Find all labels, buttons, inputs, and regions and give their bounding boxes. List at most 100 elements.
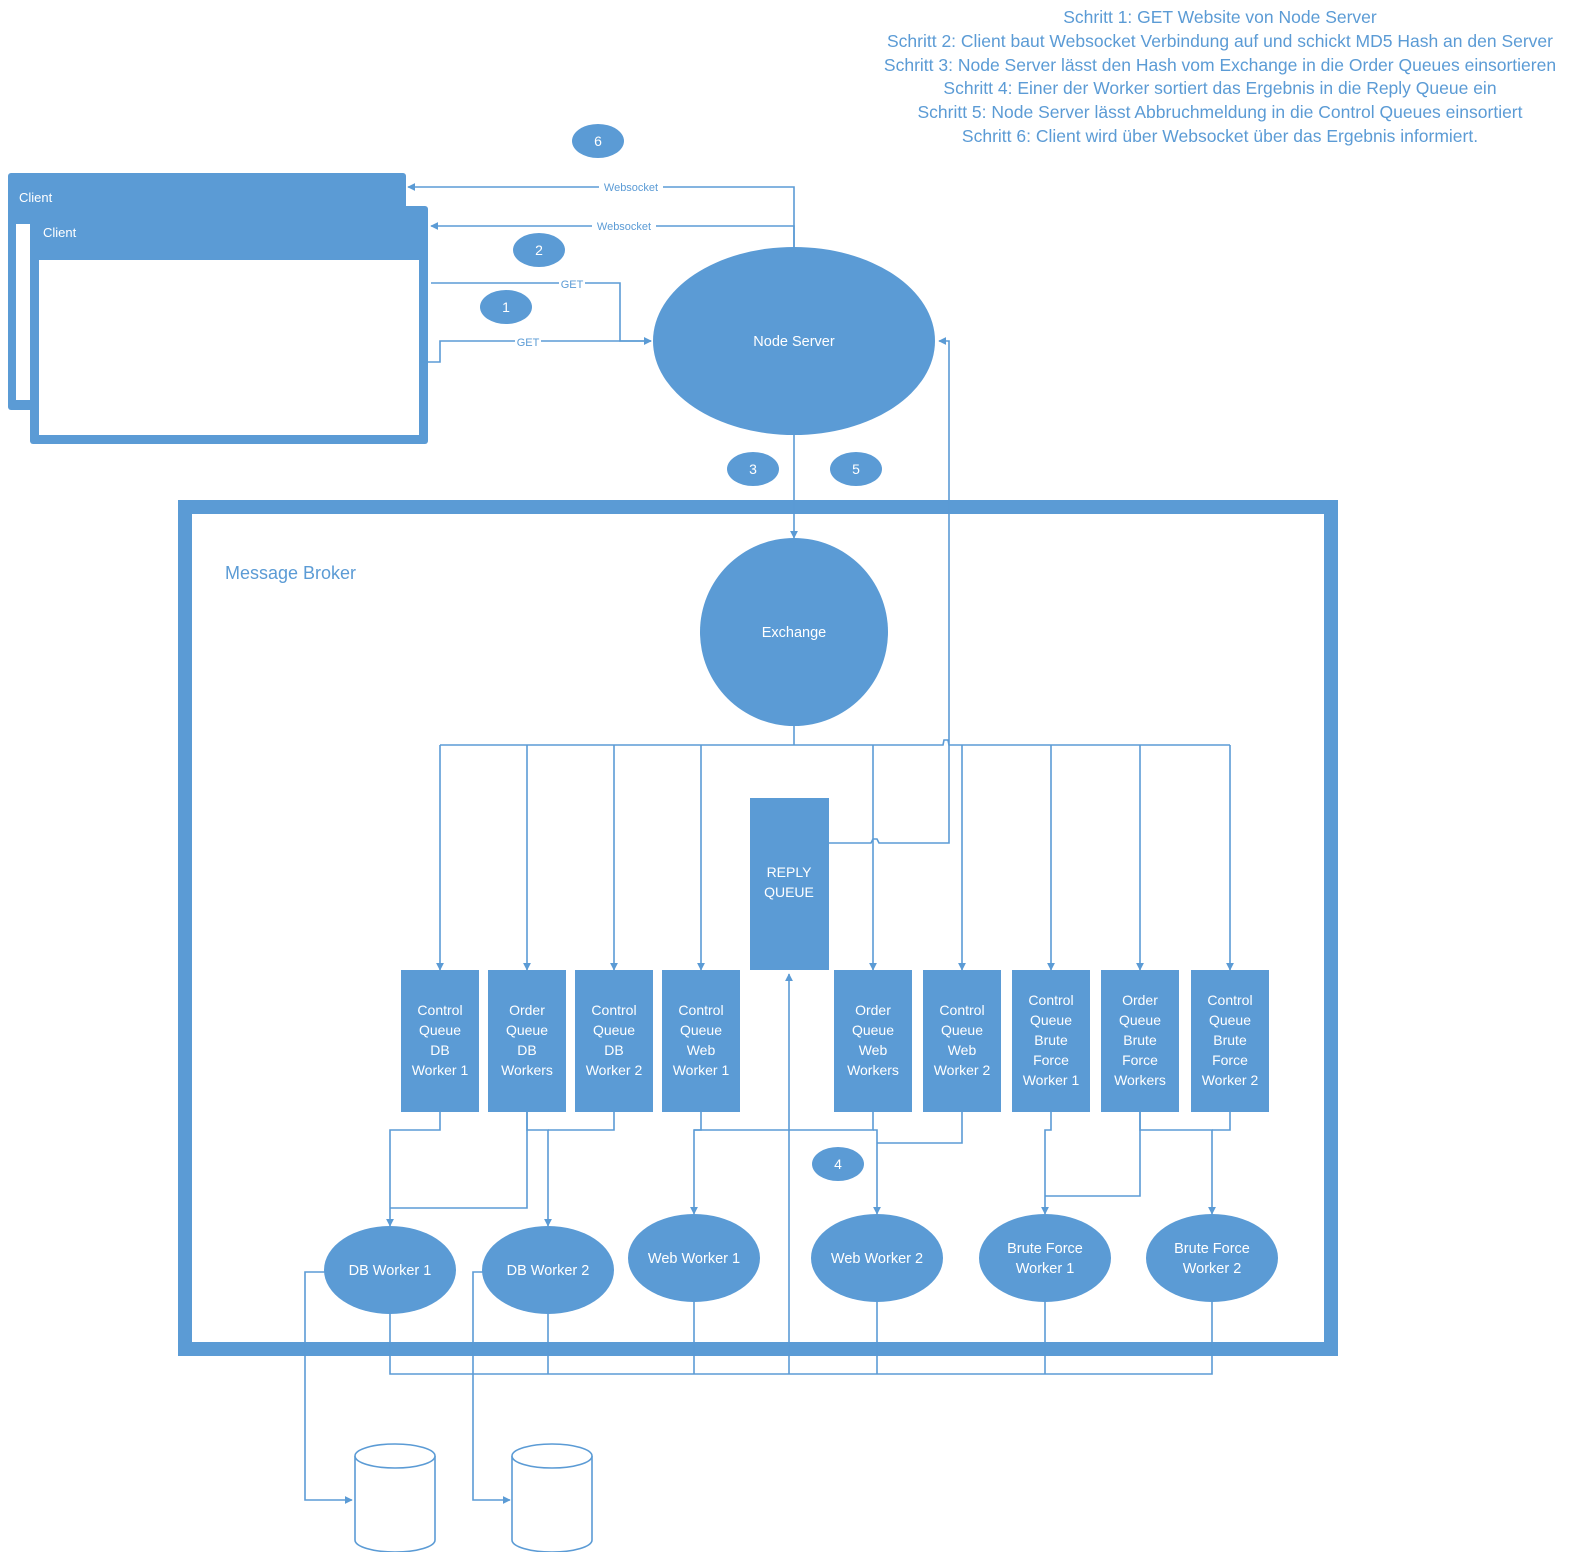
client-server-connectors — [407, 183, 795, 363]
step-marker-4: 4 — [812, 1147, 864, 1181]
queue-label-line: Queue — [941, 1022, 983, 1038]
exchange-label: Exchange — [762, 625, 827, 641]
queue-label-line: Control — [1028, 992, 1073, 1008]
worker-reply-connectors — [389, 973, 1213, 1375]
queue-label-line: Force — [1122, 1052, 1158, 1068]
step-1: Schritt 1: GET Website von Node Server — [1063, 7, 1377, 27]
get-connector — [431, 282, 652, 345]
exchange: Exchange — [700, 538, 888, 726]
step-markers: 1 2 3 4 5 6 — [480, 124, 882, 1181]
queue-label-line: Control — [939, 1002, 984, 1018]
queue-label-line: Web — [859, 1042, 888, 1058]
exchange-queue-connectors — [436, 726, 1234, 971]
client-title: Client — [19, 190, 53, 205]
svg-text:2: 2 — [535, 242, 543, 258]
worker-label-line: Web Worker 2 — [831, 1251, 923, 1267]
queue-label-line: Order — [855, 1002, 891, 1018]
worker-label-line: Worker 2 — [1183, 1261, 1242, 1277]
get-label: GET — [561, 279, 584, 291]
database-icon — [354, 1443, 436, 1552]
queue-label-line: Control — [678, 1002, 723, 1018]
queue-label-line: Control — [417, 1002, 462, 1018]
databases — [354, 1443, 593, 1552]
queue-label-line: Worker 1 — [673, 1062, 730, 1078]
worker-db-connectors — [304, 1271, 511, 1504]
svg-text:3: 3 — [749, 461, 757, 477]
worker-label-line: Worker 1 — [1016, 1261, 1075, 1277]
websocket-connector — [430, 222, 795, 247]
queue-label-line: DB — [430, 1042, 449, 1058]
step-2: Schritt 2: Client baut Websocket Verbind… — [886, 30, 1553, 51]
svg-text:REPLY: REPLY — [767, 864, 813, 880]
queue-label-line: Workers — [1114, 1072, 1166, 1088]
queue-label-line: Queue — [1119, 1012, 1161, 1028]
worker-label-line: DB Worker 1 — [349, 1263, 432, 1279]
step-marker-5: 5 — [830, 452, 882, 486]
queue-label-line: Control — [1207, 992, 1252, 1008]
svg-text:4: 4 — [834, 1156, 842, 1172]
queue-label-line: DB — [517, 1042, 536, 1058]
queue-label-line: Brute — [1123, 1032, 1157, 1048]
node-server-label: Node Server — [753, 334, 835, 350]
queue-label-line: Brute — [1213, 1032, 1247, 1048]
worker-row: DB Worker 1 DB Worker 2 Web Worker 1 Web Wo… — [324, 1214, 1278, 1314]
websocket-label: Websocket — [604, 182, 658, 194]
queue-label-line: DB — [604, 1042, 623, 1058]
queue-label-line: Queue — [506, 1022, 548, 1038]
queue-label-line: Queue — [1030, 1012, 1072, 1028]
queue-label-line: Queue — [852, 1022, 894, 1038]
step-5: Schritt 5: Node Server lässt Abbruchmeld… — [917, 102, 1523, 123]
reply-queue: REPLY QUEUE — [750, 798, 829, 970]
queue-label-line: Worker 1 — [412, 1062, 469, 1078]
queue-label-line: Worker 2 — [586, 1062, 643, 1078]
worker-web-worker-2: Web Worker 2 — [811, 1214, 943, 1302]
client-window-front: Client — [30, 206, 428, 444]
queue-label-line: Queue — [680, 1022, 722, 1038]
node-server: Node Server — [653, 247, 935, 435]
message-broker: Message Broker — [178, 500, 1338, 1356]
queue-label-line: Worker 2 — [1202, 1072, 1259, 1088]
step-marker-2: 2 — [513, 233, 565, 267]
client-title: Client — [43, 225, 77, 240]
reply-server-connector — [829, 337, 950, 844]
get-label: GET — [517, 337, 540, 349]
queue-label-line: Queue — [1209, 1012, 1251, 1028]
get-connector — [421, 337, 652, 363]
step-marker-3: 3 — [727, 452, 779, 486]
queue-label-line: Order — [509, 1002, 545, 1018]
svg-text:6: 6 — [594, 133, 602, 149]
queue-label-line: Force — [1212, 1052, 1248, 1068]
worker-db-worker-2: DB Worker 2 — [482, 1226, 614, 1314]
websocket-label: Websocket — [597, 221, 651, 233]
queue-label-line: Queue — [593, 1022, 635, 1038]
connector-labels: Websocket Websocket GET GET — [515, 180, 663, 349]
svg-text:1: 1 — [502, 299, 510, 315]
queue-label-line: Order — [1122, 992, 1158, 1008]
step-list: Schritt 1: GET Website von Node Server S… — [860, 6, 1580, 149]
database-icon — [511, 1443, 593, 1552]
svg-text:QUEUE: QUEUE — [764, 884, 814, 900]
queue-worker-connectors — [386, 1112, 1231, 1227]
step-6: Schritt 6: Client wird über Websocket üb… — [961, 125, 1479, 146]
queue-label-line: Control — [591, 1002, 636, 1018]
step-marker-1: 1 — [480, 290, 532, 324]
queue-label-line: Worker 1 — [1023, 1072, 1080, 1088]
step-3: Schritt 3: Node Server lässt den Hash vo… — [883, 54, 1557, 75]
worker-web-worker-1: Web Worker 1 — [628, 1214, 760, 1302]
queue-label-line: Web — [948, 1042, 977, 1058]
step-marker-6: 6 — [572, 124, 624, 158]
queue-label-line: Queue — [419, 1022, 461, 1038]
worker-label-line: DB Worker 2 — [507, 1263, 590, 1279]
worker-label-line: Brute Force — [1174, 1241, 1250, 1257]
